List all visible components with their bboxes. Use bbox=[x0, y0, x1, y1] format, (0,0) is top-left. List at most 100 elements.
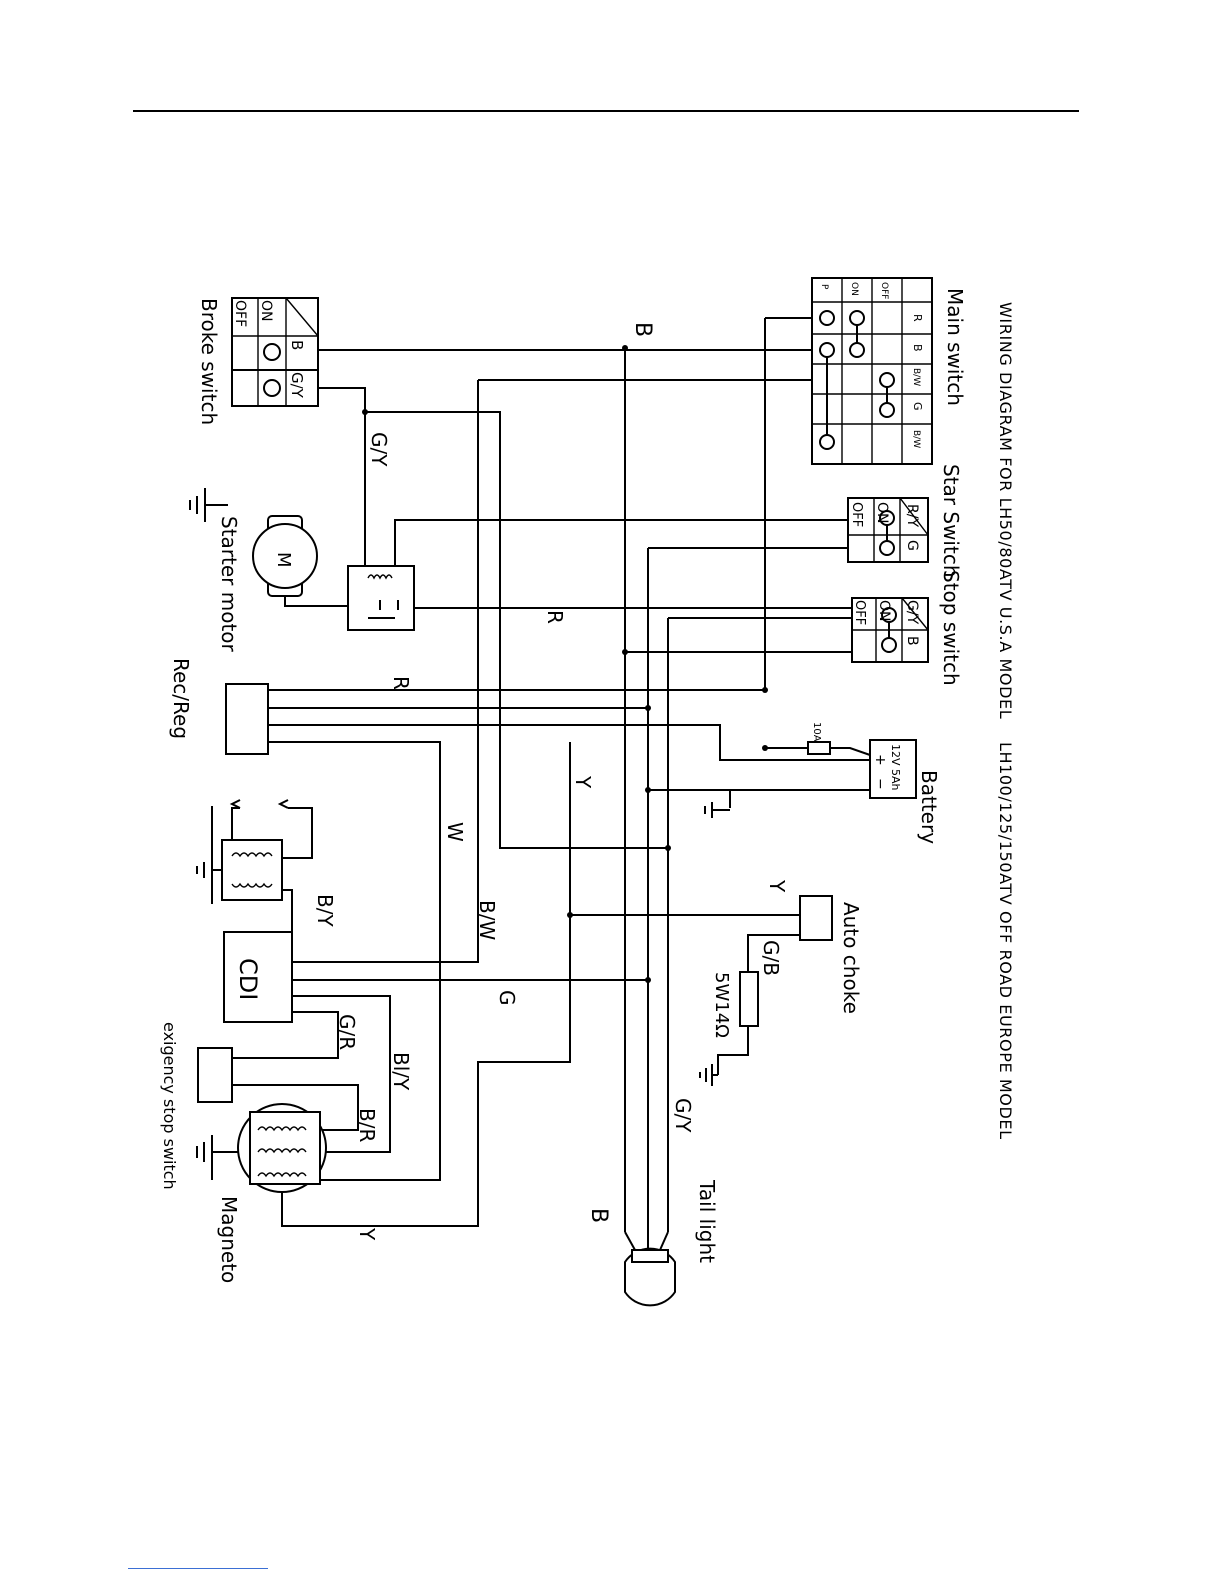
wire-y bbox=[281, 742, 571, 1227]
magneto: Magneto bbox=[196, 1103, 327, 1283]
junction bbox=[762, 687, 768, 693]
wires bbox=[231, 317, 871, 1251]
wire-label-y2: Y bbox=[355, 1227, 379, 1241]
battery-label: Battery bbox=[917, 770, 941, 844]
stop-switch-col-b: B bbox=[904, 636, 920, 646]
wire-recreg-3 bbox=[268, 724, 870, 761]
wire-label-r: R bbox=[543, 610, 567, 624]
tail-light: Tail light bbox=[624, 1179, 719, 1307]
wire-label-br: B/R bbox=[355, 1108, 379, 1142]
diagram-title: WIRING DIAGRAM FOR LH50/80ATV U.S.A MODE… bbox=[996, 302, 1015, 1140]
wire-label-bw: B/W bbox=[475, 900, 499, 940]
wire-labels: B G/Y R R Y W B/W G B/Y G/R Bl/Y B/R Y Y… bbox=[313, 322, 789, 1241]
wire-label-y3: Y bbox=[765, 879, 789, 893]
junction bbox=[645, 977, 651, 983]
stop-switch: Stop switch G/Y B ON OFF bbox=[851, 570, 963, 686]
junction bbox=[567, 912, 573, 918]
brake-switch: Broke switch B G/Y ON OFF bbox=[197, 297, 319, 425]
brake-switch-label: Broke switch bbox=[197, 298, 221, 425]
star-switch-label: Star Switch bbox=[939, 464, 963, 578]
wire-recreg-r bbox=[268, 318, 766, 691]
wire-cdi-by bbox=[282, 889, 293, 940]
starter-motor: M Starter motor bbox=[189, 488, 318, 653]
brake-switch-col-b: B bbox=[288, 340, 306, 350]
main-switch-row-off: OFF bbox=[879, 282, 889, 299]
wire-label-gb: G/B bbox=[759, 940, 783, 976]
wire-label-by: B/Y bbox=[313, 894, 337, 927]
battery-minus: − bbox=[872, 778, 888, 790]
stop-switch-col-gy: G/Y bbox=[904, 600, 920, 625]
starter-motor-label: Starter motor bbox=[217, 516, 241, 653]
rec-reg: Rec/Reg bbox=[169, 658, 269, 755]
wire-label-bly: Bl/Y bbox=[389, 1052, 413, 1091]
main-switch-row-p: P bbox=[819, 284, 829, 290]
wire-label-w: W bbox=[443, 822, 467, 842]
cdi: CDI bbox=[223, 931, 293, 1023]
main-switch-row-on: ON bbox=[849, 282, 859, 296]
wire-label-gy: G/Y bbox=[367, 432, 391, 467]
page-top-rule bbox=[133, 110, 1079, 112]
star-switch-col-ry: R/Y bbox=[904, 504, 920, 527]
main-switch-col-b: B bbox=[911, 344, 924, 352]
wire-fuse-batt bbox=[830, 747, 871, 756]
tail-light-label: Tail light bbox=[695, 1179, 719, 1263]
battery-rating: 12V 5Ah bbox=[889, 744, 902, 791]
main-switch-col-r: R bbox=[911, 314, 924, 322]
brake-switch-row-off: OFF bbox=[232, 300, 248, 327]
main-switch-col-bw: B/W bbox=[911, 368, 921, 386]
wire-star-ry bbox=[394, 519, 848, 568]
junction bbox=[665, 845, 671, 851]
wire-label-gy2: G/Y bbox=[671, 1098, 695, 1133]
rec-reg-label: Rec/Reg bbox=[169, 658, 193, 739]
wire-resistor bbox=[717, 1025, 749, 1075]
ignition-coil bbox=[196, 799, 289, 904]
wire-brake-gy bbox=[318, 387, 366, 568]
wire-coil-top2 bbox=[282, 807, 313, 859]
junction bbox=[645, 705, 651, 711]
wire-tail bbox=[624, 1231, 669, 1251]
brake-switch-row-on: ON bbox=[258, 300, 274, 322]
stop-switch-row-off: OFF bbox=[852, 600, 867, 625]
wire-gy-branch bbox=[365, 411, 668, 849]
stop-switch-label: Stop switch bbox=[939, 570, 963, 686]
junctions bbox=[362, 345, 768, 983]
main-switch-col-g: G bbox=[911, 402, 924, 411]
star-switch-row-off: OFF bbox=[849, 502, 864, 527]
junction bbox=[622, 649, 628, 655]
auto-choke-label: Auto choke bbox=[839, 902, 863, 1014]
wire-coil-top bbox=[231, 807, 240, 840]
starter-relay bbox=[347, 565, 415, 631]
wire-label-gr: G/R bbox=[335, 1014, 359, 1050]
battery-plus: + bbox=[872, 754, 888, 766]
main-switch: Main switch R B B/W G B/W OFF ON P bbox=[811, 277, 967, 465]
wire-label-b2: B bbox=[586, 1208, 611, 1223]
page-footnote-rule bbox=[128, 1568, 268, 1569]
star-switch-row-on: ON bbox=[874, 502, 890, 524]
junction bbox=[645, 787, 651, 793]
junction bbox=[362, 409, 368, 415]
fuse-label: 10A bbox=[811, 722, 822, 742]
resistor-label: 5W14Ω bbox=[711, 972, 732, 1038]
cdi-label: CDI bbox=[234, 958, 262, 1000]
wire-label-b: B bbox=[630, 322, 655, 337]
wire-cdi-gr bbox=[232, 1011, 339, 1059]
stop-switch-row-on: ON bbox=[876, 600, 892, 622]
wire-recreg-w bbox=[268, 741, 441, 1181]
magneto-label: Magneto bbox=[217, 1196, 241, 1283]
emergency-stop-switch: exigency stop switch bbox=[160, 1022, 233, 1190]
starter-motor-symbol: M bbox=[273, 552, 294, 568]
star-switch: Star Switch R/Y G ON OFF bbox=[847, 464, 963, 578]
junction bbox=[762, 745, 768, 751]
wire-label-g: G bbox=[495, 990, 519, 1006]
brake-switch-col-gy: G/Y bbox=[288, 372, 306, 399]
star-switch-col-g: G bbox=[904, 540, 920, 551]
wire-label-y: Y bbox=[571, 775, 595, 789]
wire-label-r2: R bbox=[389, 676, 413, 690]
main-switch-col-bw2: B/W bbox=[911, 430, 921, 448]
auto-choke: Auto choke 5W14Ω bbox=[699, 895, 863, 1086]
wire-cdi-bly bbox=[292, 995, 391, 1153]
junction bbox=[622, 345, 628, 351]
battery: 12V 5Ah + − Battery 10A bbox=[704, 722, 941, 844]
